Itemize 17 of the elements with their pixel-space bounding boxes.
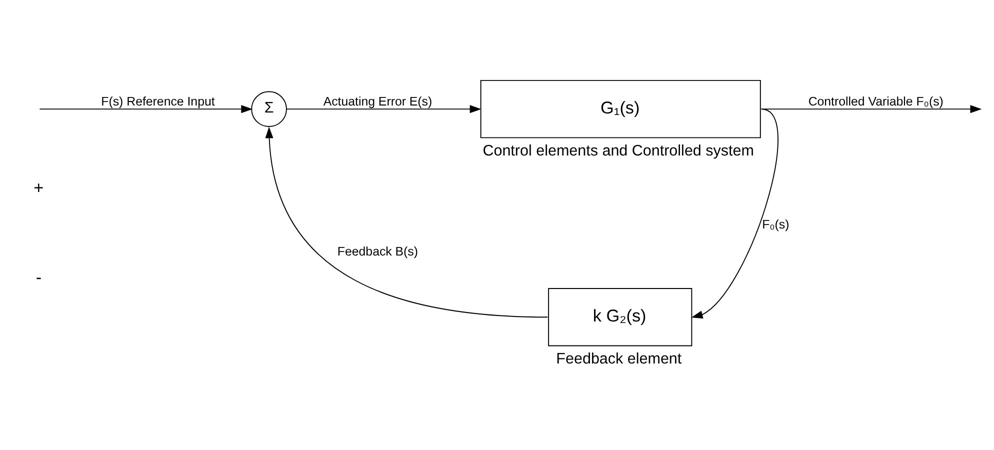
edge-label: F(s) Reference Input	[101, 94, 215, 108]
edge-label: Controlled Variable F₀(s)	[808, 94, 944, 108]
node-box: G₁(s)	[480, 79, 761, 138]
arrow	[760, 104, 982, 113]
arrow	[39, 104, 253, 113]
arrow	[691, 108, 778, 318]
node-label: Feedback element	[556, 350, 682, 368]
label: -	[36, 266, 42, 287]
node-label: Control elements and Controlled system	[482, 142, 754, 160]
edge-label: Feedback B(s)	[337, 244, 418, 258]
node-box: k G₂(s)	[548, 288, 692, 346]
edge-label: Actuating Error E(s)	[323, 94, 432, 108]
edge-label: F₀(s)	[762, 217, 790, 232]
label: +	[34, 176, 44, 197]
arrow	[265, 126, 548, 318]
arrow	[286, 104, 482, 113]
node-circle: Σ	[251, 90, 287, 126]
